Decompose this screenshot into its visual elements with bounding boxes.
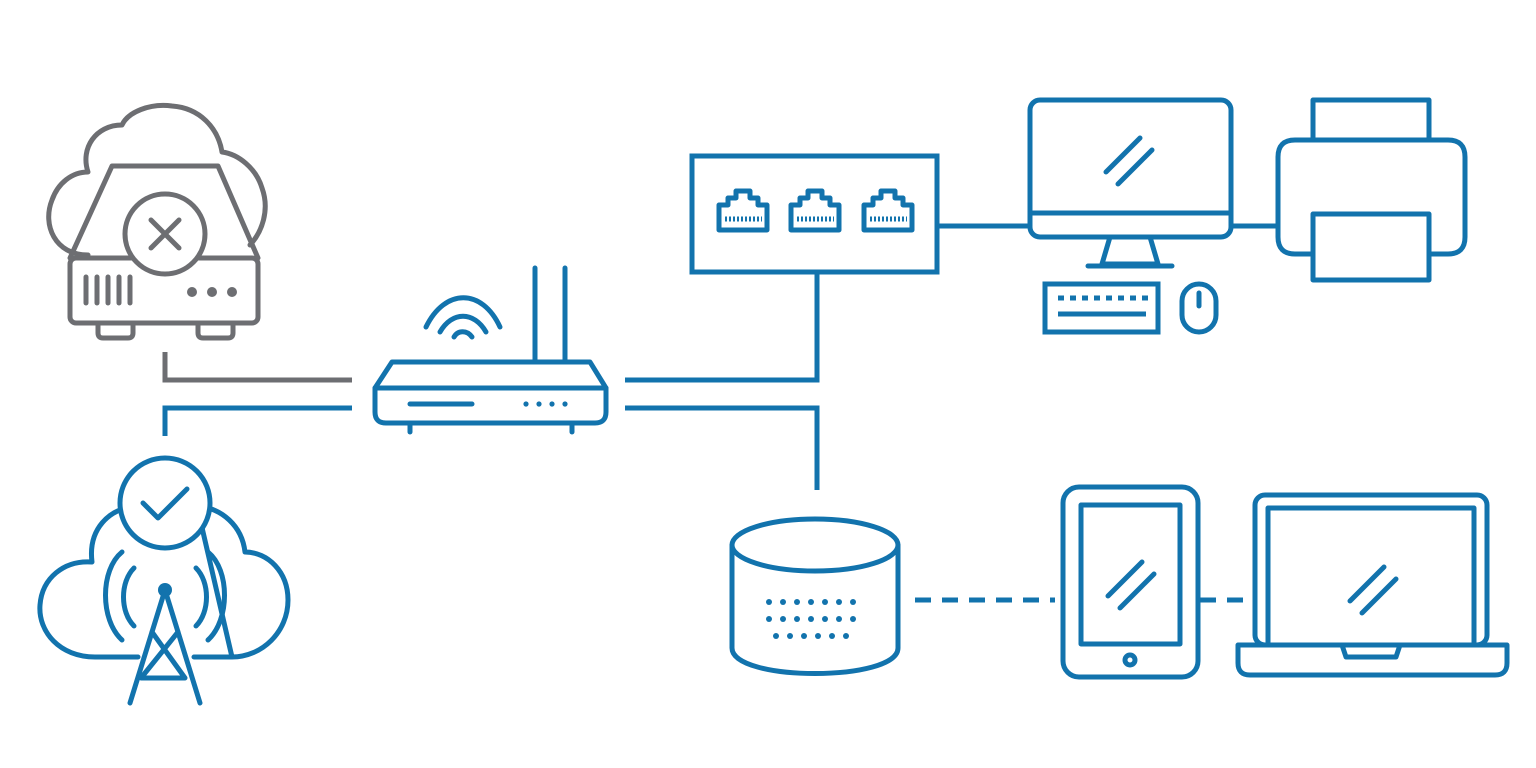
ethernet-port-icon [716, 188, 770, 233]
laptop-icon [1235, 492, 1510, 678]
cloud-tower-check-icon [37, 455, 291, 706]
check-icon [117, 455, 213, 551]
link-cloud-tower-to-router [162, 405, 352, 436]
ethernet-port-icon [861, 188, 915, 233]
printer-icon [1275, 97, 1468, 283]
link-router-to-smart-hub [625, 405, 820, 490]
desktop-monitor-icon [1027, 97, 1234, 269]
mouse-icon [1179, 281, 1219, 335]
link-router-to-switch [625, 272, 820, 383]
smart-hub-icon [729, 516, 901, 676]
error-x-icon [122, 191, 208, 277]
link-failed-server-to-router [162, 352, 352, 383]
ethernet-port-icon [788, 188, 842, 233]
tablet-icon [1060, 484, 1201, 680]
switch-ethernet-icon [689, 153, 940, 275]
wifi-icon [423, 295, 503, 340]
cloud-server-x-icon [46, 102, 268, 341]
keyboard-icon [1042, 281, 1161, 335]
router-icon [372, 265, 609, 435]
